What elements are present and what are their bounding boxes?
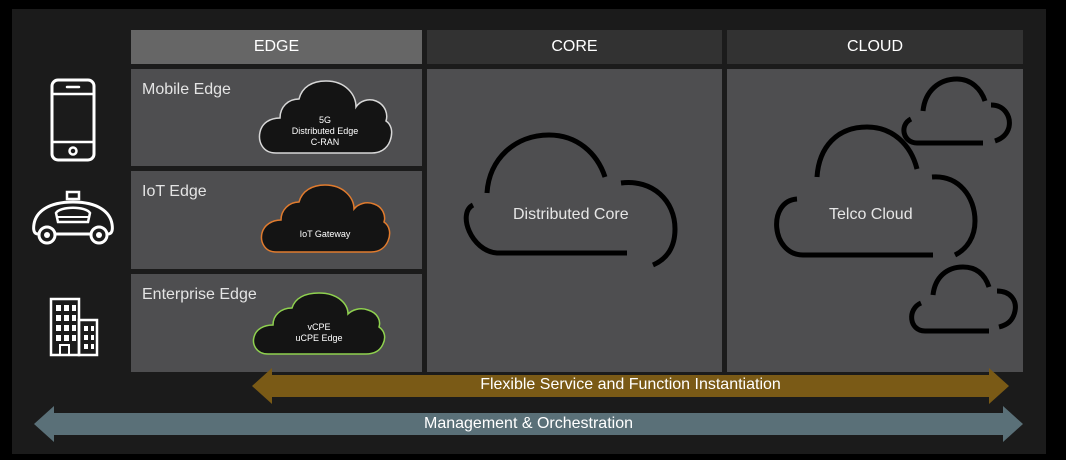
buildings-icon	[48, 296, 100, 358]
flexible-service-arrow: Flexible Service and Function Instantiat…	[252, 367, 1009, 405]
enterprise-edge-panel: Enterprise Edge vCPE uCPE Edge	[131, 274, 422, 372]
mobile-edge-panel: Mobile Edge 5G Distributed Edge C-RAN	[131, 69, 422, 166]
distributed-core-cloud-icon	[463, 132, 678, 268]
cloud-column-header: CLOUD	[727, 30, 1023, 64]
core-panel: Distributed Core	[427, 69, 722, 372]
iot-edge-cloud: IoT Gateway	[258, 183, 392, 255]
telco-cloud-label: Telco Cloud	[829, 206, 913, 223]
enterprise-edge-cloud: vCPE uCPE Edge	[250, 291, 388, 357]
smartphone-icon	[50, 78, 96, 162]
iot-edge-cloud-line: IoT Gateway	[299, 229, 351, 239]
mobile-edge-cloud-line: C-RAN	[310, 137, 340, 147]
edge-column-header: EDGE	[131, 30, 422, 64]
mobile-edge-title: Mobile Edge	[142, 81, 231, 98]
cloud-panel: Telco Cloud	[727, 69, 1023, 372]
telco-cloud-icon	[774, 76, 1018, 334]
enterprise-edge-cloud-line: uCPE Edge	[295, 333, 343, 343]
management-orchestration-label: Management & Orchestration	[424, 415, 633, 432]
enterprise-edge-cloud-line: vCPE	[307, 322, 331, 332]
enterprise-edge-title: Enterprise Edge	[142, 286, 257, 303]
core-column-header: CORE	[427, 30, 722, 64]
mobile-edge-cloud: 5G Distributed Edge C-RAN	[256, 79, 394, 157]
iot-edge-title: IoT Edge	[142, 183, 207, 200]
iot-edge-panel: IoT Edge IoT Gateway	[131, 171, 422, 269]
distributed-core-label: Distributed Core	[513, 206, 629, 223]
management-orchestration-arrow: Management & Orchestration	[34, 405, 1023, 443]
mobile-edge-cloud-line: Distributed Edge	[291, 126, 359, 136]
autonomous-car-icon	[30, 190, 116, 248]
flexible-service-label: Flexible Service and Function Instantiat…	[480, 376, 781, 393]
mobile-edge-cloud-line: 5G	[318, 115, 331, 125]
